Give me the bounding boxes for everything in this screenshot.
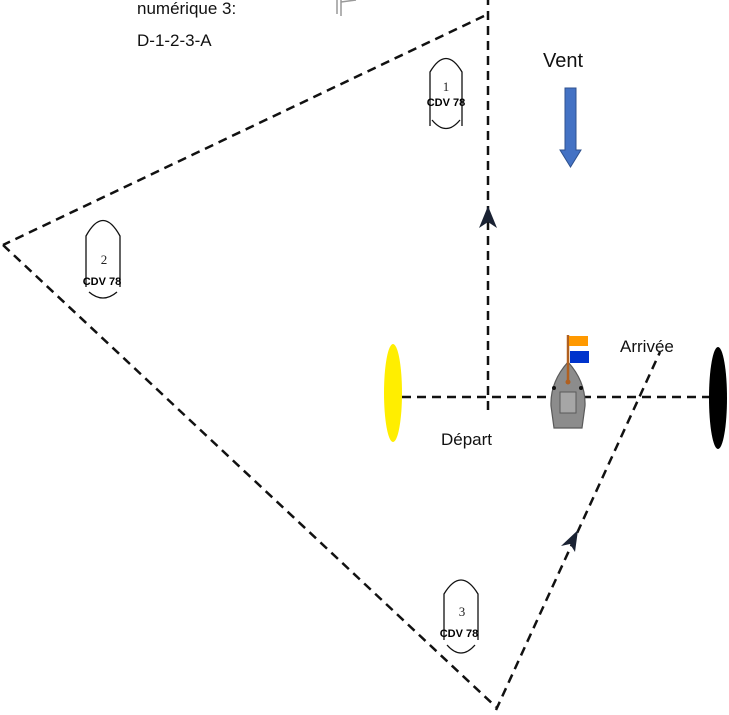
wind-label: Vent (543, 50, 583, 72)
mark-1: 1 CDV 78 (427, 57, 466, 130)
mark-1-label: CDV 78 (427, 97, 466, 109)
arrow-up-icon (479, 206, 497, 228)
mark-2: 2 CDV 78 (83, 219, 122, 299)
committee-flag-blue (570, 351, 589, 363)
wind-arrow-icon (559, 87, 582, 168)
course-leg-mark3-to-finish (494, 351, 662, 711)
course-lines (2, 0, 710, 711)
start-pin-buoy (384, 344, 402, 442)
committee-flag-orange (569, 336, 588, 346)
committee-boat-icon (550, 335, 589, 429)
course-leg-mark1-to-mark2 (2, 14, 485, 247)
arrow-northeast-icon (561, 530, 578, 552)
course-leg-mark2-to-mark3 (2, 244, 497, 708)
mark-1-number: 1 (443, 79, 450, 94)
mark-2-label: CDV 78 (83, 276, 122, 288)
mark-3-number: 3 (459, 604, 466, 619)
mark-3: 3 CDV 78 (440, 579, 479, 654)
mark-2-number: 2 (101, 252, 108, 267)
start-label: Départ (441, 430, 492, 449)
finish-label: Arrivée (620, 337, 674, 356)
finish-pin-buoy (709, 347, 727, 449)
course-description-line2: D-1-2-3-A (137, 31, 212, 50)
course-description-line1: numérique 3: (137, 0, 236, 18)
mark-3-label: CDV 78 (440, 628, 479, 640)
flag-icon-partial (336, 0, 357, 16)
